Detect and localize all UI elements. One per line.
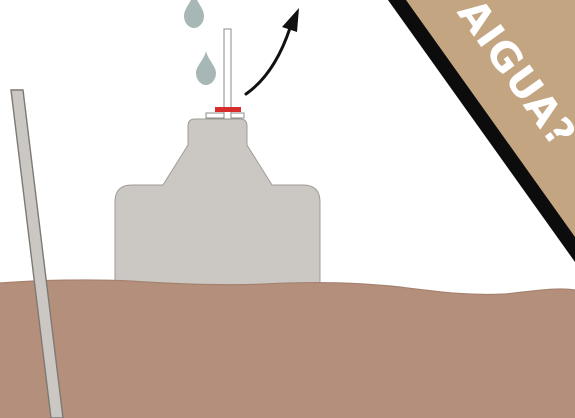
bottle-body [115,119,320,300]
tube-pipe [224,29,231,119]
soil-fill [0,280,575,418]
bottle [115,113,320,300]
soil [0,280,575,418]
water-drop-icon [196,51,216,85]
water-drop-icon [184,0,204,28]
water-drops [184,0,216,85]
tube [215,29,241,119]
curved-arrow-icon [246,8,299,94]
banner: A AIGUA? [388,0,575,262]
valve [215,107,241,112]
